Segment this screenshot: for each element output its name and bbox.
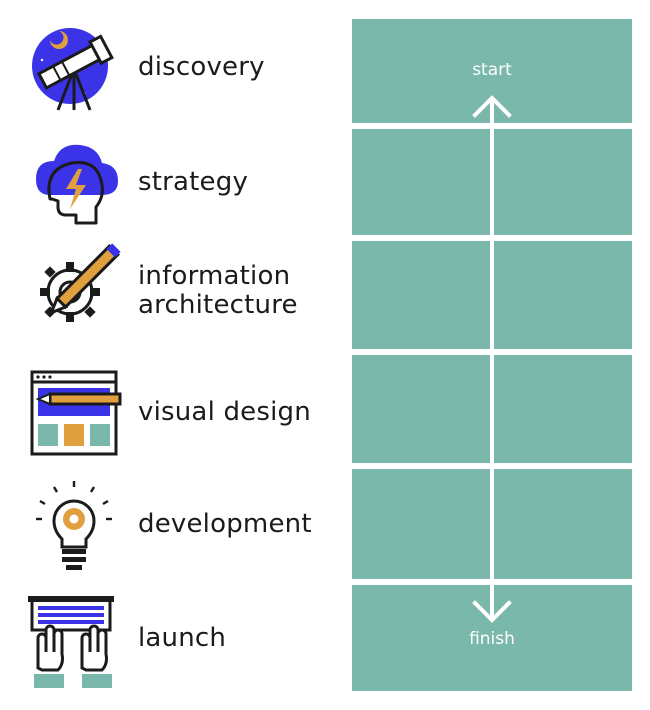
stage-row-development: development — [20, 477, 340, 577]
telescope-icon — [32, 28, 114, 111]
lightbulb-gear-icon — [36, 481, 112, 570]
stage-label: strategy — [138, 167, 249, 197]
stage-row-discovery: discovery — [20, 18, 340, 118]
arrow-down-icon — [472, 600, 512, 623]
grid-cell — [352, 355, 490, 463]
arrow-up-icon — [472, 95, 512, 118]
stage-row-strategy: strategy — [20, 135, 340, 235]
grid-cell — [494, 469, 632, 579]
head-lightning-icon — [36, 144, 118, 225]
gear-pencil-icon — [40, 243, 121, 322]
stage-row-launch: launch — [20, 592, 340, 692]
grid-cell — [352, 241, 490, 349]
grid-cell — [352, 129, 490, 235]
stage-row-information-architecture: information architecture — [20, 240, 340, 340]
browser-pencil-icon — [30, 370, 122, 456]
grid-cell — [494, 129, 632, 235]
stage-label: information architecture — [138, 261, 298, 320]
grid-cell — [494, 355, 632, 463]
finish-label: finish — [469, 629, 515, 649]
stage-label: development — [138, 509, 312, 539]
stage-label: discovery — [138, 52, 265, 82]
stage-label: visual design — [138, 397, 311, 427]
stage-row-visual-design: visual design — [20, 364, 340, 464]
grid-cell — [494, 241, 632, 349]
grid-cell — [352, 469, 490, 579]
start-label: start — [472, 60, 512, 80]
flow-grid: start finish — [352, 19, 632, 691]
hands-keyboard-icon — [28, 596, 114, 688]
flow-arrows — [472, 95, 512, 623]
stage-label: launch — [138, 623, 227, 653]
